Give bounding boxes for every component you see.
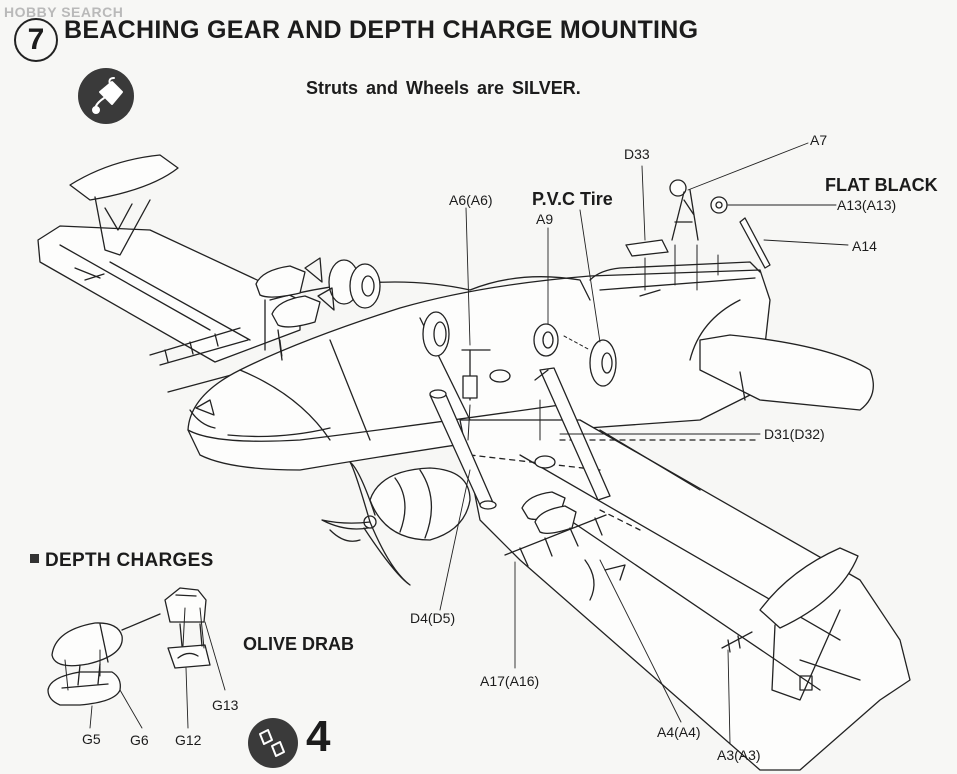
assembly-arrows — [65, 245, 718, 690]
part-label-g6: G6 — [130, 732, 149, 748]
part-label-a6: A6(A6) — [449, 192, 493, 208]
pvc-tire-label: P.V.C Tire — [532, 189, 613, 209]
depth-charges-on-right-wing — [505, 492, 752, 652]
part-label-a13: A13(A13) — [837, 197, 897, 213]
part-label-d31: D31(D32) — [764, 426, 825, 442]
section-heading: DEPTH CHARGES — [30, 550, 214, 572]
right-wing — [460, 420, 910, 770]
watermark: HOBBY SEARCH — [4, 4, 124, 20]
part-label-g5: G5 — [82, 731, 101, 747]
part-label-g12: G12 — [175, 732, 202, 748]
flat-black-label: FLAT BLACK — [825, 175, 938, 195]
part-label-a14: A14 — [852, 238, 877, 254]
tail — [690, 300, 873, 410]
part-label-a7: A7 — [810, 132, 828, 148]
reference-number: 4 — [306, 712, 331, 761]
part-label-a4: A4(A4) — [657, 724, 701, 740]
left-wing — [38, 155, 300, 392]
page-title: BEACHING GEAR AND DEPTH CHARGE MOUNTING — [64, 16, 699, 44]
bullet-square-icon — [30, 554, 39, 564]
section-title: DEPTH CHARGES — [45, 550, 214, 571]
decal-reference-icon — [248, 718, 298, 768]
part-label-d4: D4(D5) — [410, 610, 456, 626]
paint-brush-icon — [78, 68, 134, 124]
part-label-a3: A3(A3) — [717, 747, 761, 763]
part-label-a17: A17(A16) — [480, 673, 540, 689]
step-number: 7 — [14, 18, 58, 62]
engine-nacelle — [322, 462, 470, 585]
leader-lines — [90, 143, 848, 744]
part-label-a9: A9 — [536, 211, 554, 227]
tripod-stand — [626, 180, 770, 268]
depth-charge-detail — [48, 588, 210, 705]
depth-charges-on-wing — [256, 258, 334, 360]
part-label-g13: G13 — [212, 697, 239, 713]
part-label-d33: D33 — [624, 146, 650, 162]
paint-note: Struts and Wheels are SILVER. — [306, 78, 581, 98]
olive-drab-label: OLIVE DRAB — [243, 634, 355, 654]
fuselage — [188, 262, 770, 470]
